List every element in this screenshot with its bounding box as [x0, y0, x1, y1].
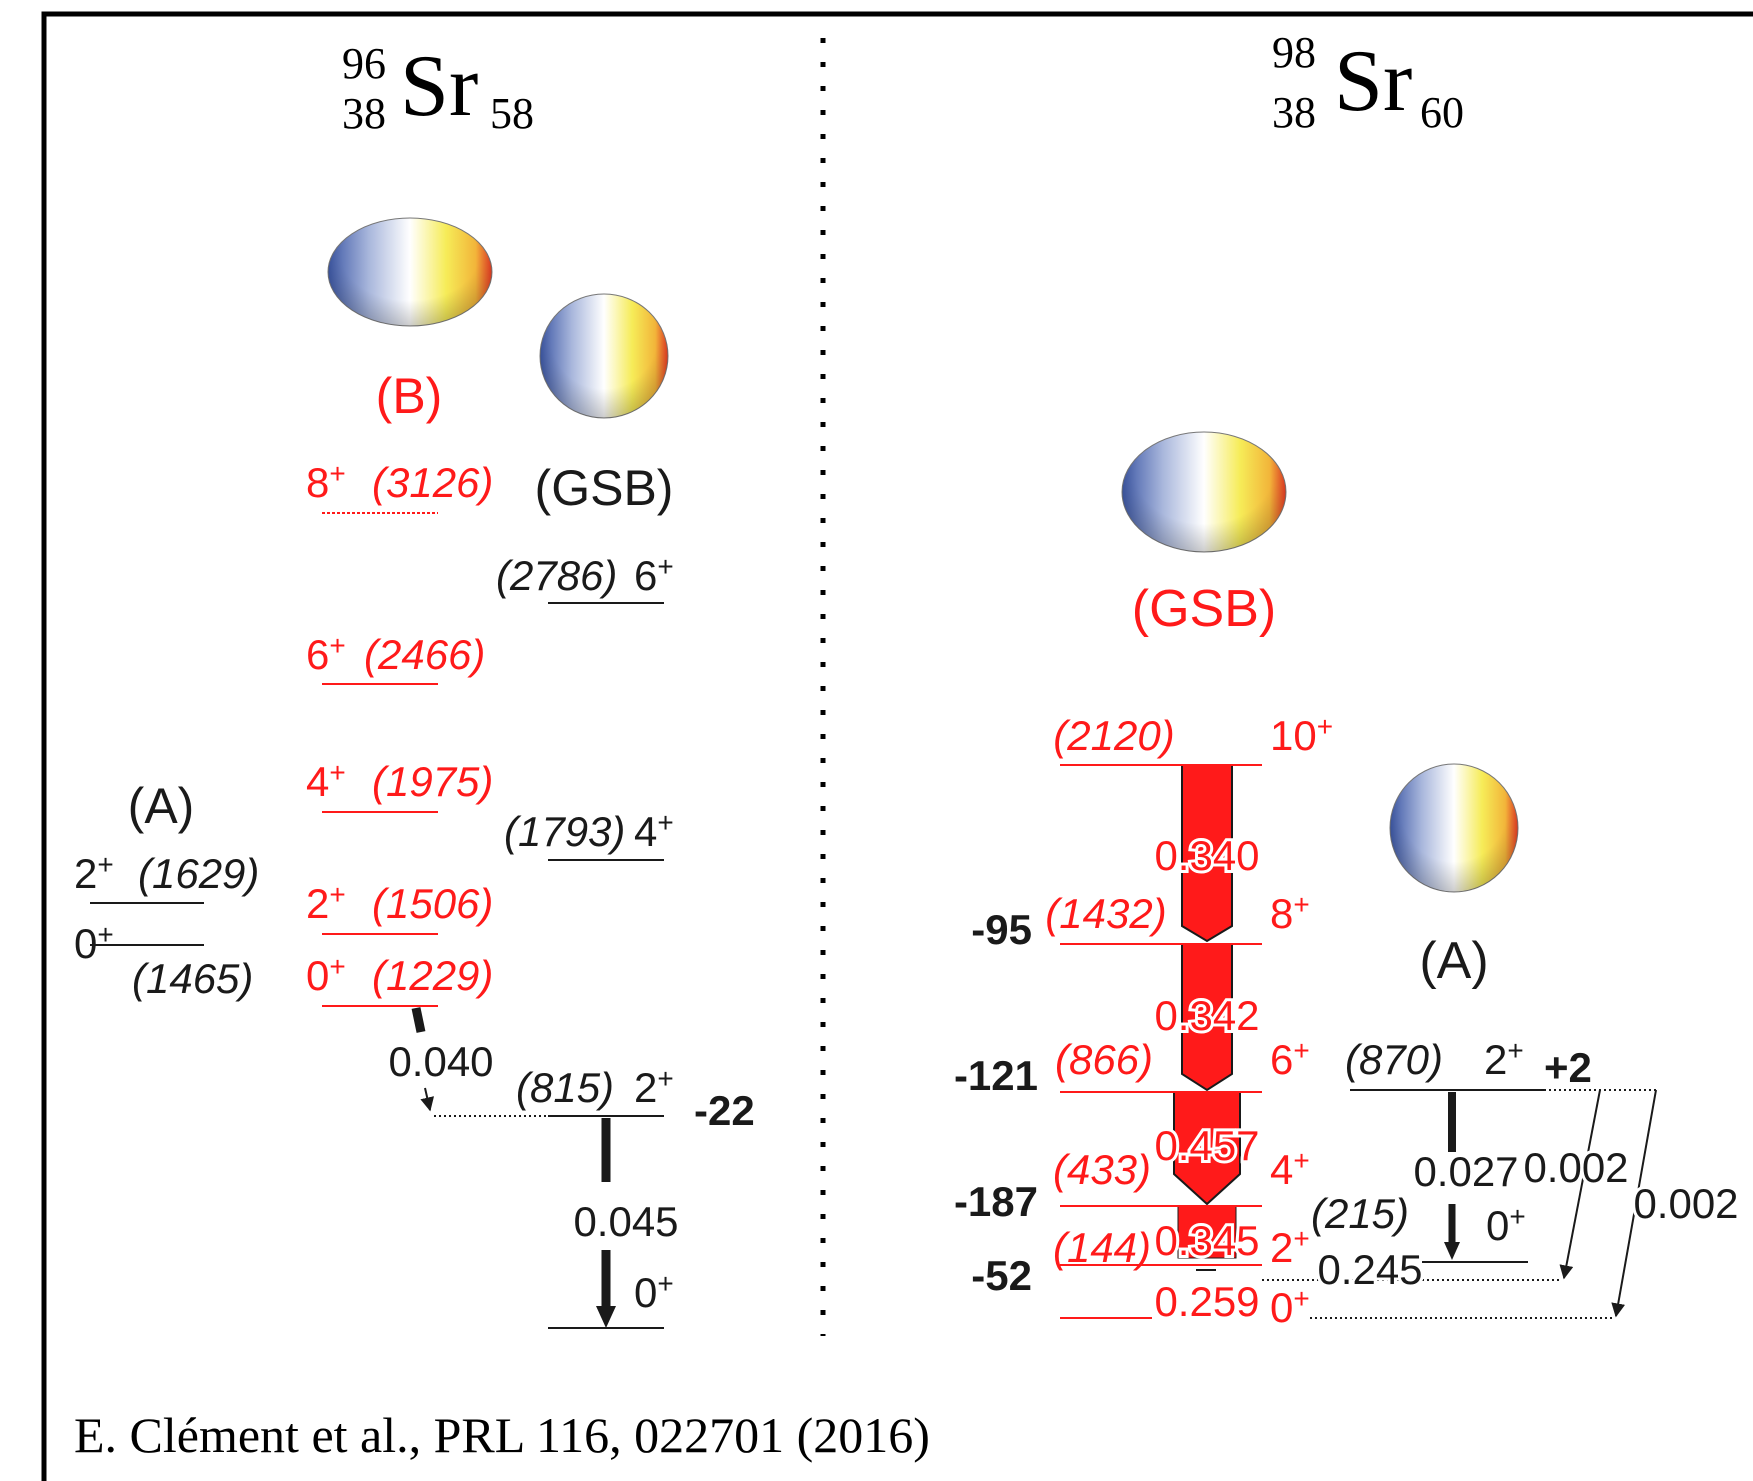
transition-value: 0.002: [1633, 1180, 1738, 1227]
level-b-0: 0+ (1229): [306, 951, 493, 1007]
level-energy: (815): [516, 1064, 614, 1111]
level-energy: (2786): [496, 552, 617, 599]
level-energy: (1229): [372, 952, 493, 999]
transition-value: 0.340: [1154, 832, 1259, 879]
level-energy: (433): [1053, 1146, 1151, 1193]
figure-frame: [41, 11, 1753, 1481]
level-energy: (2466): [364, 631, 485, 678]
svg-text:8+: 8+: [306, 458, 346, 506]
level-energy: (1629): [138, 850, 259, 897]
band-label-a: (A): [1419, 932, 1488, 990]
svg-text:4+: 4+: [634, 807, 674, 855]
level-b-4: 4+ (1975): [306, 757, 493, 813]
band-a-levels-left: 2+ (1629) 0+ (1465): [74, 849, 259, 1002]
level-energy: (1975): [372, 758, 493, 805]
gsb-levels-right: (2120) 10+ (1432) 8+ -95 (866) 6+ -121 (…: [954, 711, 1333, 1331]
svg-text:0+: 0+: [1486, 1201, 1526, 1249]
transition-value: 0.027: [1413, 1148, 1518, 1195]
level-b-2: 2+ (1506): [306, 879, 493, 935]
level-b-8: 8+ (3126): [306, 458, 493, 514]
spherical-shape-icon: [539, 293, 669, 419]
transition-value: 0.040: [388, 1038, 493, 1085]
svg-text:0+: 0+: [306, 951, 346, 999]
transition-value: 0.045: [573, 1198, 678, 1245]
svg-text:4+: 4+: [306, 757, 346, 805]
svg-text:2+: 2+: [1270, 1223, 1310, 1271]
svg-text:10+: 10+: [1270, 711, 1333, 759]
transition-value: 0.245: [1317, 1246, 1422, 1293]
transition-value: 0.259: [1154, 1278, 1259, 1325]
svg-text:6+: 6+: [1270, 1035, 1310, 1083]
nucleus-title-96sr: 96 38 Sr 58: [342, 38, 534, 138]
element-symbol: Sr: [1334, 33, 1412, 130]
band-b-levels: 8+ (3126) 6+ (2466) 4+ (1975) 2+ (1506) …: [306, 458, 493, 1007]
neutron-number: 60: [1420, 88, 1464, 137]
transition-value: 0.457: [1154, 1122, 1259, 1169]
svg-text:2+: 2+: [634, 1063, 674, 1111]
transition-value: 0.002: [1523, 1144, 1628, 1191]
level-energy: (870): [1345, 1036, 1443, 1083]
level-energy: (144): [1053, 1224, 1151, 1271]
band-label-gsb: (GSB): [1132, 580, 1276, 638]
level-energy: (866): [1055, 1036, 1153, 1083]
level-energy: (2120): [1053, 712, 1174, 759]
band-a-levels-right: (870) 2+ +2 (215) 0+ 0.027 0.002 0.002 0…: [1262, 1035, 1742, 1319]
transition-value: 0.342: [1154, 992, 1259, 1039]
svg-text:2+: 2+: [74, 849, 114, 897]
energy-shift: -52: [971, 1252, 1032, 1299]
band-label-b: (B): [376, 368, 443, 424]
svg-text:4+: 4+: [1270, 1145, 1310, 1193]
energy-shift: +2: [1544, 1044, 1592, 1091]
level-energy: (1793): [504, 808, 625, 855]
svg-text:6+: 6+: [306, 630, 346, 678]
level-energy: (3126): [372, 459, 493, 506]
band-label-gsb: (GSB): [535, 460, 674, 516]
level-energy: (1506): [372, 880, 493, 927]
neutron-number: 58: [490, 89, 534, 138]
svg-text:6+: 6+: [634, 551, 674, 599]
level-b-6: 6+ (2466): [306, 630, 485, 685]
svg-text:8+: 8+: [1270, 889, 1310, 937]
svg-text:0+: 0+: [634, 1268, 674, 1316]
svg-text:0+: 0+: [74, 919, 114, 967]
spherical-shape-icon: [1389, 763, 1519, 893]
nucleus-title-98sr: 98 38 Sr 60: [1272, 28, 1464, 137]
element-symbol: Sr: [400, 38, 478, 135]
svg-text:2+: 2+: [1484, 1035, 1524, 1083]
energy-shift: -187: [954, 1178, 1038, 1225]
energy-shift: -22: [694, 1087, 755, 1134]
citation: E. Clément et al., PRL 116, 022701 (2016…: [74, 1407, 930, 1463]
svg-text:0+: 0+: [1270, 1283, 1310, 1331]
gsb-levels-left: (2786) 6+ (1793) 4+ (815) 2+ 0+: [496, 551, 674, 1329]
gsb-transitions-right: 0.340 0.342 0.457 0.345 0.259: [1151, 764, 1263, 1328]
mass-number: 96: [342, 39, 386, 88]
energy-shift: -95: [971, 906, 1032, 953]
charge-number: 38: [1272, 88, 1316, 137]
transition-value: 0.345: [1154, 1217, 1259, 1264]
transitions-left: 0.040 0.045 -22: [388, 1007, 755, 1328]
charge-number: 38: [342, 89, 386, 138]
prolate-shape-icon: [1121, 431, 1287, 553]
level-energy: (1465): [132, 955, 253, 1002]
prolate-shape-icon: [327, 217, 493, 327]
level-energy: (1432): [1045, 890, 1166, 937]
energy-shift: -121: [954, 1052, 1038, 1099]
mass-number: 98: [1272, 28, 1316, 77]
svg-text:2+: 2+: [306, 879, 346, 927]
level-energy: (215): [1311, 1190, 1409, 1237]
band-label-a: (A): [128, 778, 195, 834]
